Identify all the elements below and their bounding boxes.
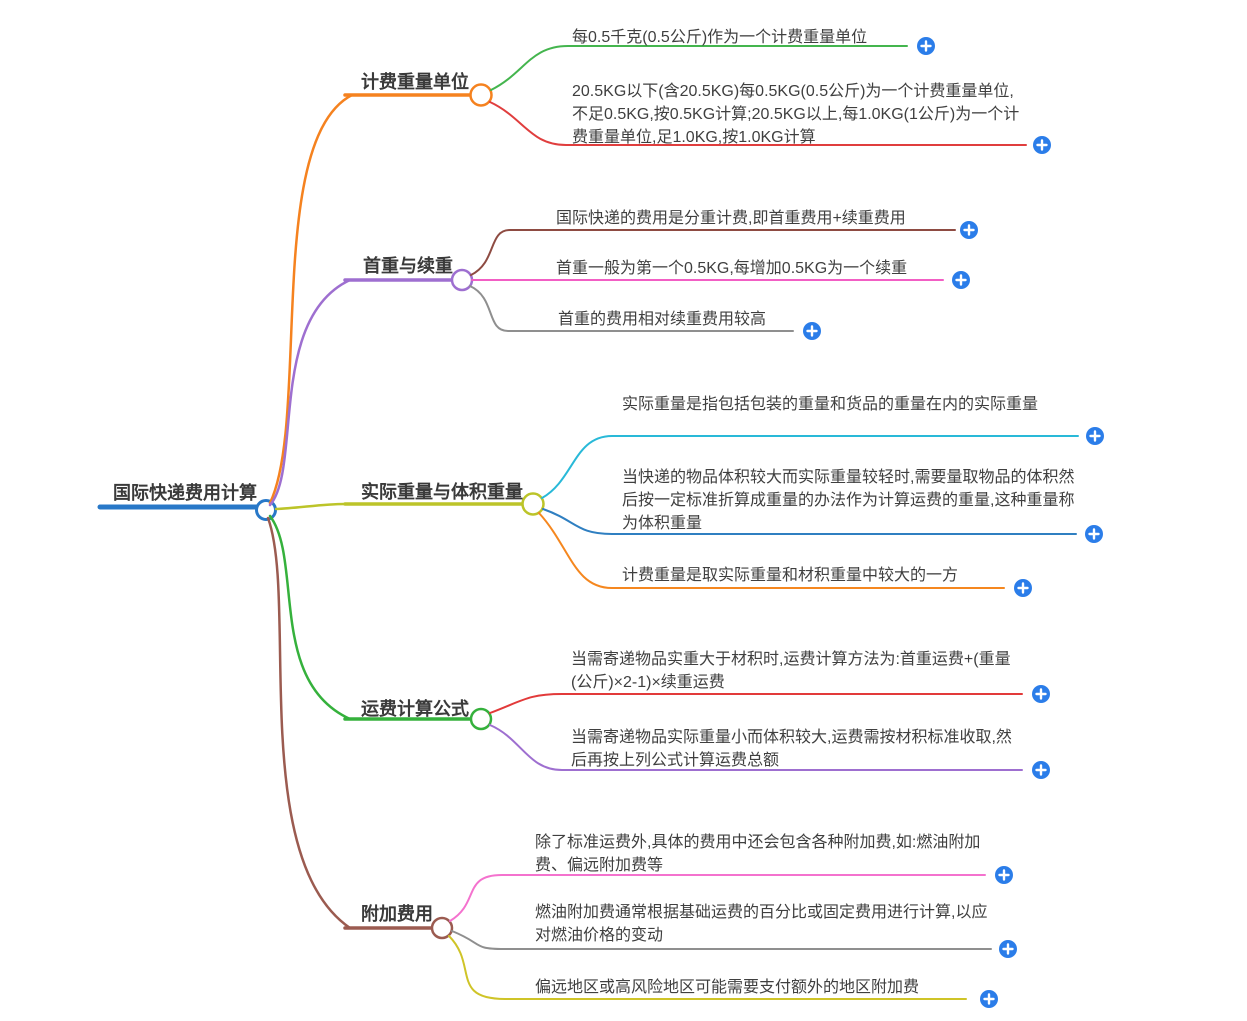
leaf-5-3-line xyxy=(448,935,967,1000)
leaf-text[interactable]: 国际快递的费用是分重计费,即首重费用+续重费用 xyxy=(556,210,906,227)
leaf-5-1-line xyxy=(449,874,986,922)
plus-badge-icon[interactable] xyxy=(1033,136,1051,154)
plus-badge-icon[interactable] xyxy=(980,990,998,1008)
branch-5-connector xyxy=(266,516,352,930)
branch-label-first-vs-additional-weight[interactable]: 首重与续重 xyxy=(363,256,453,276)
leaf-text[interactable]: 每0.5千克(0.5公斤)作为一个计费重量单位 xyxy=(572,29,868,46)
leaf-text[interactable]: 当快递的物品体积较大而实际重量较轻时,需要量取物品的体积然后按一定标准折算成重量… xyxy=(622,469,1075,532)
leaf-text[interactable]: 实际重量是指包括包装的重量和货品的重量在内的实际重量 xyxy=(622,396,1039,413)
branch-2-graphic xyxy=(268,268,474,507)
branch-2-circle[interactable] xyxy=(450,268,474,292)
leaf-4-2-line xyxy=(489,724,1023,771)
plus-badge-icon[interactable] xyxy=(960,221,978,239)
plus-badge-icon[interactable] xyxy=(1085,525,1103,543)
branch-5-graphic xyxy=(266,516,454,940)
plus-badge-icon[interactable] xyxy=(917,37,935,55)
leaf-text[interactable]: 除了标准运费外,具体的费用中还会包含各种附加费,如:燃油附加费、偏远附加费等 xyxy=(535,834,981,874)
leaf-text[interactable]: 燃油附加费通常根据基础运费的百分比或固定费用进行计算,以应对燃油价格的变动 xyxy=(535,904,988,944)
branch-label-billing-weight-unit[interactable]: 计费重量单位 xyxy=(361,72,469,92)
leaf-1-2-line xyxy=(489,101,1027,146)
leaf-text[interactable]: 计费重量是取实际重量和材积重量中较大的一方 xyxy=(622,567,959,584)
leaf-2-3-line xyxy=(469,285,794,332)
branch-3-connector xyxy=(274,502,347,511)
root-node-label[interactable]: 国际快递费用计算 xyxy=(113,483,257,503)
plus-badge-icon[interactable] xyxy=(999,940,1017,958)
leaf-text[interactable]: 当需寄递物品实际重量小而体积较大,运费需按材积标准收取,然后再按上列公式计算运费… xyxy=(571,729,1012,769)
branch-1-graphic xyxy=(268,83,493,505)
plus-badge-icon[interactable] xyxy=(995,866,1013,884)
branch-5-circle[interactable] xyxy=(430,916,454,940)
leaf-3-1-line xyxy=(541,435,1079,499)
leaf-3-3-line xyxy=(538,512,1005,589)
leaf-5-2-line xyxy=(451,930,992,950)
branch-label-actual-vs-volume-weight[interactable]: 实际重量与体积重量 xyxy=(361,482,523,502)
plus-badge-icon[interactable] xyxy=(952,271,970,289)
branch-3-graphic xyxy=(274,492,545,516)
branch-label-freight-formula[interactable]: 运费计算公式 xyxy=(361,699,469,719)
branch-3-circle[interactable] xyxy=(521,492,545,516)
plus-badges xyxy=(803,37,1104,1008)
plus-badge-icon[interactable] xyxy=(803,322,821,340)
plus-badge-icon[interactable] xyxy=(1032,761,1050,779)
leaf-2-1-line xyxy=(470,229,956,276)
branch-1-circle[interactable] xyxy=(469,83,493,107)
plus-badge-icon[interactable] xyxy=(1086,427,1104,445)
leaf-text[interactable]: 20.5KG以下(含20.5KG)每0.5KG(0.5公斤)为一个计费重量单位,… xyxy=(572,83,1020,146)
plus-badge-icon[interactable] xyxy=(1032,685,1050,703)
leaf-4-1-line xyxy=(489,693,1023,714)
leaf-1-1-line xyxy=(490,45,908,91)
branch-4-connector xyxy=(268,514,352,721)
branch-4-circle[interactable] xyxy=(469,707,493,731)
leaf-text[interactable]: 首重一般为第一个0.5KG,每增加0.5KG为一个续重 xyxy=(556,260,908,277)
leaf-text[interactable]: 偏远地区或高风险地区可能需要支付额外的地区附加费 xyxy=(535,979,920,996)
leaf-text[interactable]: 首重的费用相对续重费用较高 xyxy=(558,311,767,328)
branch-label-surcharges[interactable]: 附加费用 xyxy=(361,904,433,924)
plus-badge-icon[interactable] xyxy=(1014,579,1032,597)
leaf-3-2-line xyxy=(542,508,1077,535)
leaf-text[interactable]: 当需寄递物品实重大于材积时,运费计算方法为:首重运费+(重量(公斤)×2-1)×… xyxy=(571,651,1011,691)
branch-2-connector xyxy=(268,278,352,507)
branch-4-graphic xyxy=(268,514,493,731)
branch-1-connector xyxy=(268,93,354,505)
